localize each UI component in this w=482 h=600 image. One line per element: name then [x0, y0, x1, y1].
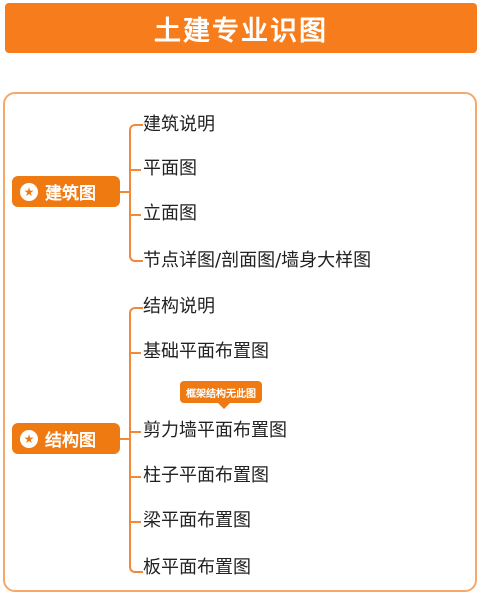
diagram-frame [3, 92, 477, 592]
star-icon: ★ [20, 429, 38, 448]
connector-architecture [119, 191, 129, 193]
list-item: 平面图 [143, 158, 197, 179]
title-banner: 土建专业识图 [5, 3, 477, 53]
branch-tick [131, 476, 141, 478]
bracket-structure [129, 307, 143, 573]
branch-tick [131, 431, 141, 433]
page-title: 土建专业识图 [154, 15, 328, 47]
list-item: 梁平面布置图 [143, 510, 251, 531]
list-item: 板平面布置图 [143, 557, 251, 578]
branch-tick [131, 169, 141, 171]
list-item: 建筑说明 [143, 114, 215, 135]
star-icon: ★ [20, 182, 38, 201]
callout-badge: 框架结构无此图 [180, 381, 262, 409]
node-structure-drawings: ★ 结构图 [12, 423, 120, 454]
node-architecture-drawings: ★ 建筑图 [12, 176, 120, 207]
list-item: 基础平面布置图 [143, 341, 269, 362]
branch-tick [131, 521, 141, 523]
list-item: 结构说明 [143, 296, 215, 317]
bracket-architecture [129, 124, 143, 262]
list-item: 剪力墙平面布置图 [143, 420, 287, 441]
branch-tick [131, 352, 141, 354]
connector-structure [119, 438, 129, 440]
list-item: 柱子平面布置图 [143, 465, 269, 486]
list-item: 立面图 [143, 203, 197, 224]
branch-tick [131, 214, 141, 216]
list-item: 节点详图/剖面图/墙身大样图 [143, 250, 372, 271]
